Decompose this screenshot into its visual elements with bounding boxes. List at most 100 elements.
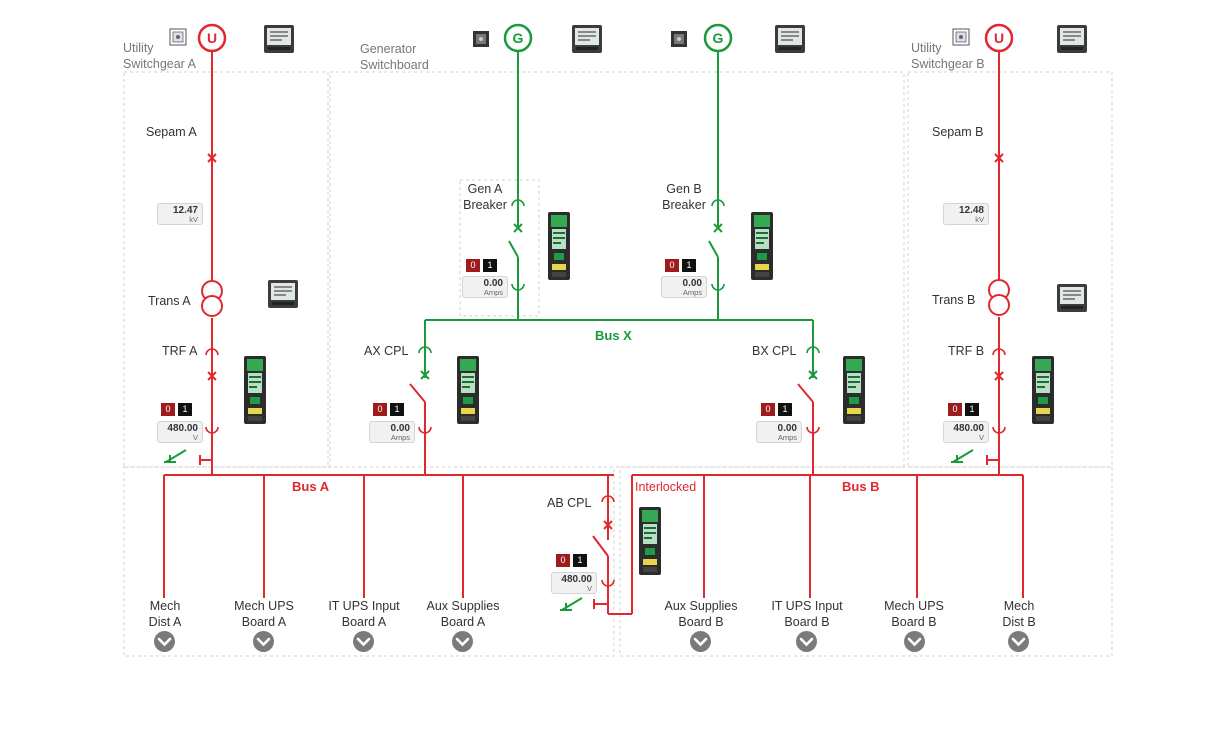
chevron-down-icon [157, 637, 172, 647]
state-indicator-gen-b[interactable]: 0 1 [665, 259, 697, 272]
feeder-label-aux-b: Aux Supplies Board B [664, 599, 738, 629]
trip-unit-icon-trf-b[interactable] [1032, 356, 1054, 424]
chevron-down-icon [455, 637, 470, 647]
breaker-closed-marks [207, 153, 1004, 530]
sepam-a-x-cross-icon [207, 153, 217, 163]
readout-unit: V [978, 433, 984, 442]
generator-b-source[interactable] [703, 23, 733, 53]
protection-relay-icon-gen-b[interactable] [671, 31, 687, 47]
transformer-a-icon[interactable] [201, 280, 223, 317]
expand-it-ups-b-button[interactable] [796, 631, 817, 652]
readout-value: 480.00 [561, 574, 592, 585]
drawout-arcs [205, 199, 1006, 587]
power-meter-icon-gen-a[interactable] [572, 25, 602, 53]
source-g-a-letter: G [513, 30, 524, 46]
utility-a-source[interactable] [197, 23, 227, 53]
gen-b-x-cross-icon [713, 223, 723, 233]
readout-ab-volts: 480.00 V [551, 572, 597, 594]
state-indicator-trf-b[interactable]: 0 1 [948, 403, 980, 416]
state-on: 1 [573, 554, 587, 567]
expand-mech-dist-b-button[interactable] [1008, 631, 1029, 652]
bx-x-cross-icon [808, 370, 818, 380]
panel-generator [329, 71, 905, 468]
state-off: 0 [665, 259, 679, 272]
panel-lv-a [123, 466, 615, 657]
source-u-a-letter: U [207, 30, 217, 46]
expand-mech-ups-a-button[interactable] [253, 631, 274, 652]
readout-unit: V [192, 433, 198, 442]
section-label-generator: Generator Switchboard [360, 42, 429, 72]
chevron-down-icon [356, 637, 371, 647]
feeder-label-it-ups-b: IT UPS Input Board B [771, 599, 843, 629]
state-off: 0 [466, 259, 480, 272]
readout-gen-a-amps: 0.00 Amps [462, 276, 508, 298]
trip-unit-icon-ax[interactable] [457, 356, 479, 424]
readout-value: 0.00 [483, 278, 503, 289]
trip-unit-icon-gen-a[interactable] [548, 212, 570, 280]
label-interlocked: Interlocked [635, 480, 697, 494]
state-indicator-trf-a[interactable]: 0 1 [161, 403, 193, 416]
feeder-label-aux-a: Aux Supplies Board A [426, 599, 500, 629]
state-on: 1 [682, 259, 696, 272]
generator-network [424, 52, 814, 378]
state-off: 0 [556, 554, 570, 567]
readout-value: 480.00 [167, 423, 198, 434]
trip-unit-icon-trf-a[interactable] [244, 356, 266, 424]
utility-a-feed [199, 52, 213, 475]
readout-unit: kV [975, 215, 984, 224]
lv-buses [163, 474, 1024, 615]
label-bx-cpl: BX CPL [752, 344, 797, 358]
readout-gen-b-amps: 0.00 Amps [661, 276, 707, 298]
ground-switch-b-icon [951, 449, 974, 463]
expand-aux-b-button[interactable] [690, 631, 711, 652]
expand-aux-a-button[interactable] [452, 631, 473, 652]
source-g-b-letter: G [713, 30, 724, 46]
state-indicator-ab[interactable]: 0 1 [556, 554, 588, 567]
trip-unit-icon-bx[interactable] [843, 356, 865, 424]
trip-unit-icon-gen-b[interactable] [751, 212, 773, 280]
source-u-b-letter: U [994, 30, 1004, 46]
couplers-lower [409, 383, 814, 475]
chevron-down-icon [256, 637, 271, 647]
state-on: 1 [390, 403, 404, 416]
power-meter-icon-trans-b[interactable] [1057, 284, 1087, 312]
power-meter-icon-trans-a[interactable] [268, 280, 298, 308]
readout-value: 12.48 [958, 205, 984, 216]
trip-unit-icon-ab[interactable] [639, 507, 661, 575]
utility-b-source[interactable] [984, 23, 1014, 53]
power-meter-icon-utility-b[interactable] [1057, 25, 1087, 53]
ax-x-cross-icon [420, 370, 430, 380]
ground-switch-icons [164, 449, 974, 611]
expand-it-ups-a-button[interactable] [353, 631, 374, 652]
label-bus-b: Bus B [842, 479, 880, 494]
readout-kv-b: 12.48 kV [943, 203, 989, 225]
label-trans-b: Trans B [932, 293, 976, 307]
ground-switch-ab-icon [560, 597, 583, 611]
expand-mech-dist-a-button[interactable] [154, 631, 175, 652]
power-meter-icon-utility-a[interactable] [264, 25, 294, 53]
gen-a-x-cross-icon [513, 223, 523, 233]
state-off: 0 [373, 403, 387, 416]
section-label-utility-a: Utility Switchgear A [123, 41, 196, 71]
gen-a-selection-box [459, 179, 540, 317]
state-indicator-gen-a[interactable]: 0 1 [466, 259, 498, 272]
readout-unit: Amps [682, 288, 702, 297]
feeder-label-mech-ups-b: Mech UPS Board B [884, 599, 944, 629]
state-indicator-ax[interactable]: 0 1 [373, 403, 405, 416]
sepam-b-x-cross-icon [994, 153, 1004, 163]
label-sepam-a: Sepam A [146, 125, 197, 139]
transformer-b-icon[interactable] [988, 279, 1010, 316]
readout-unit: Amps [483, 288, 503, 297]
readout-value: 0.00 [682, 278, 702, 289]
power-meter-icon-gen-b[interactable] [775, 25, 805, 53]
state-indicator-bx[interactable]: 0 1 [761, 403, 793, 416]
feeder-label-mech-ups-a: Mech UPS Board A [234, 599, 294, 629]
protection-relay-icon-gen-a[interactable] [473, 31, 489, 47]
readout-bx-amps: 0.00 Amps [756, 421, 802, 443]
readout-trf-a-volts: 480.00 V [157, 421, 203, 443]
expand-mech-ups-b-button[interactable] [904, 631, 925, 652]
generator-a-source[interactable] [503, 23, 533, 53]
ground-switch-a-icon [164, 449, 187, 463]
readout-trf-b-volts: 480.00 V [943, 421, 989, 443]
